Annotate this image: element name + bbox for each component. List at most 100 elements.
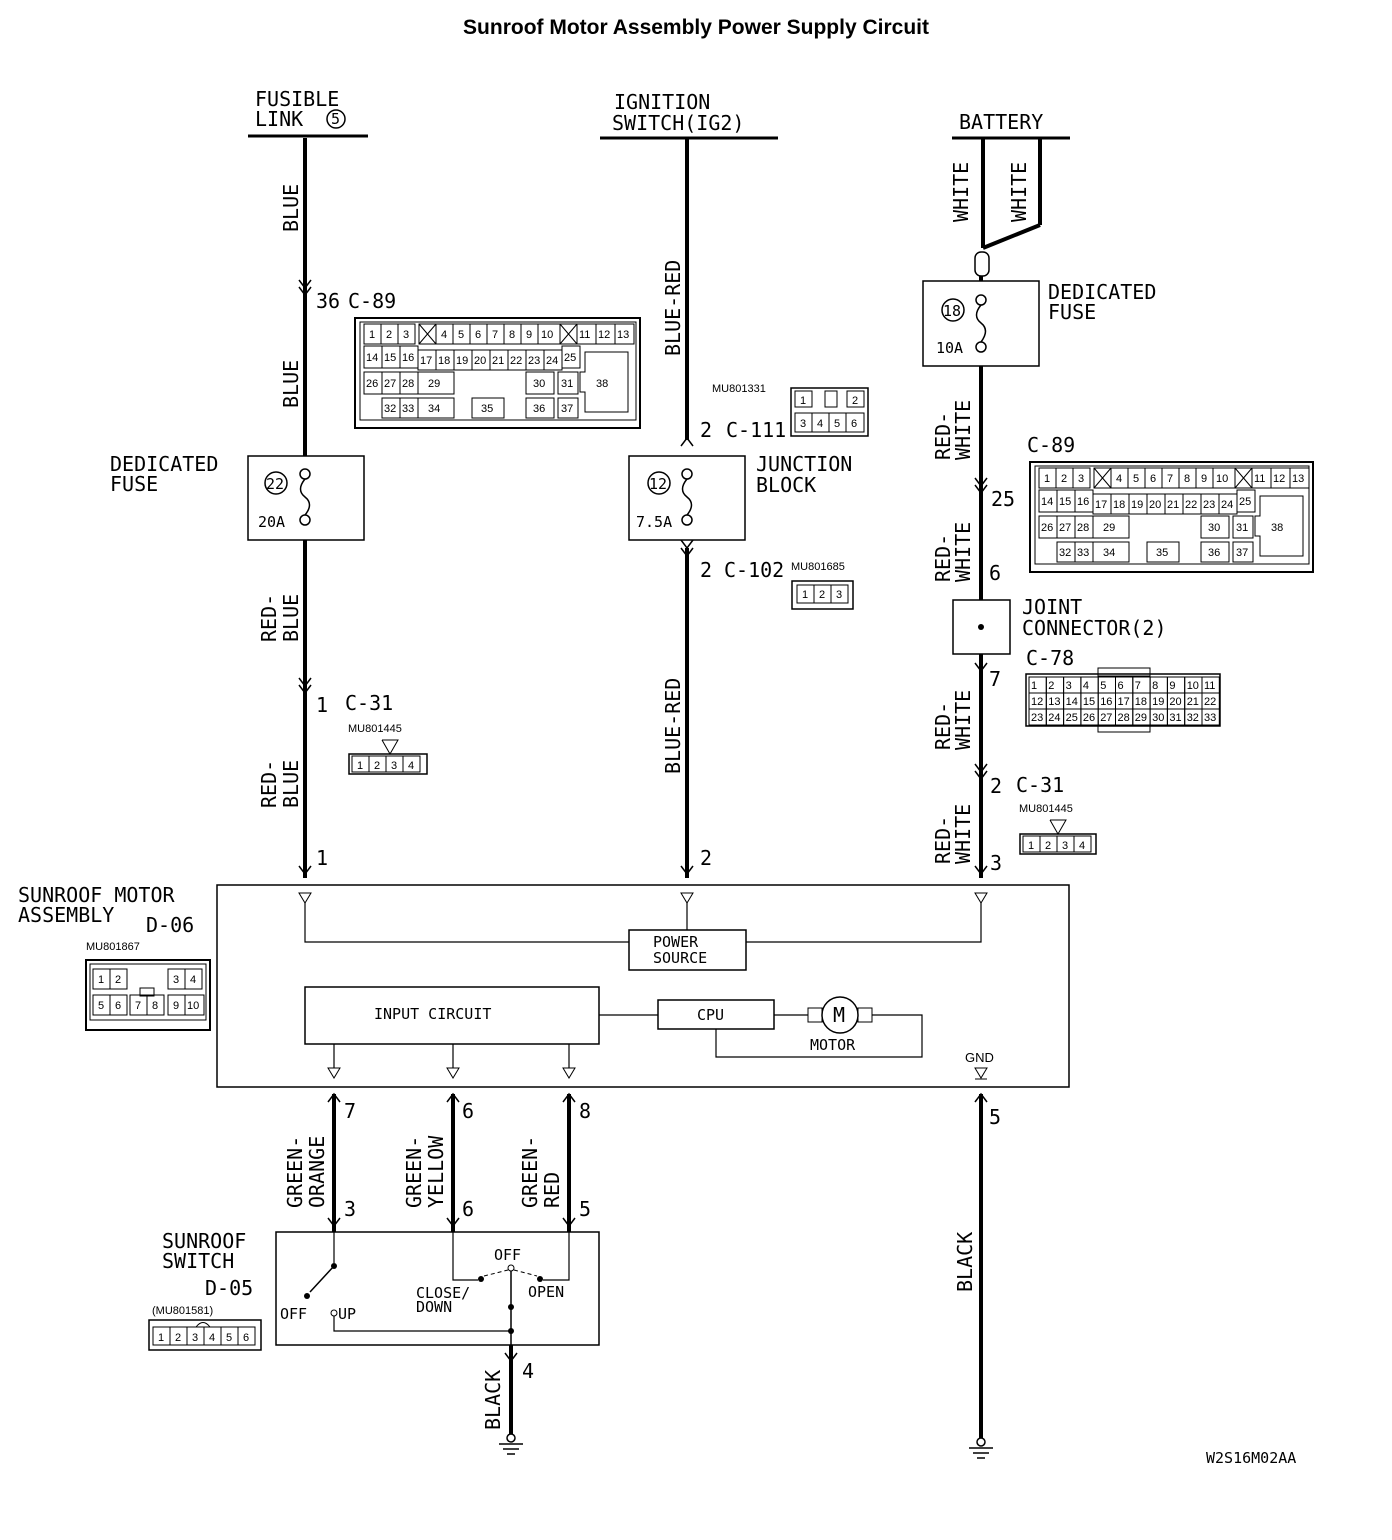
source-ignition-switch: IGNITION SWITCH(IG2): [600, 90, 778, 140]
svg-text:RED-: RED-: [931, 412, 955, 460]
svg-text:10A: 10A: [936, 339, 963, 357]
svg-text:11: 11: [579, 329, 590, 341]
svg-text:36: 36: [533, 403, 545, 415]
svg-text:18: 18: [438, 355, 450, 367]
c78-cell-label: 19: [1152, 696, 1164, 708]
svg-text:6: 6: [475, 329, 481, 341]
svg-text:1: 1: [1028, 840, 1034, 852]
svg-text:4: 4: [1116, 473, 1122, 485]
svg-text:21: 21: [1167, 499, 1179, 511]
svg-text:1: 1: [1044, 473, 1050, 485]
svg-text:FUSE: FUSE: [110, 472, 158, 496]
svg-text:31: 31: [1236, 522, 1248, 534]
c78-cell-label: 8: [1152, 680, 1158, 692]
svg-text:11: 11: [1254, 473, 1265, 485]
c78-cell-label: 30: [1152, 712, 1164, 724]
c78-cell-label: 28: [1118, 712, 1130, 724]
svg-text:28: 28: [1077, 522, 1089, 534]
svg-text:RED-: RED-: [257, 760, 281, 808]
svg-text:SUNROOF: SUNROOF: [162, 1229, 246, 1253]
svg-text:C-78: C-78: [1026, 646, 1074, 670]
svg-text:32: 32: [1059, 547, 1071, 559]
svg-text:2: 2: [386, 329, 392, 341]
svg-text:28: 28: [402, 378, 414, 390]
svg-text:BLUE: BLUE: [279, 184, 303, 232]
c78-cell-label: 21: [1187, 696, 1199, 708]
c78-cell-label: 6: [1118, 680, 1124, 692]
page-title: Sunroof Motor Assembly Power Supply Circ…: [463, 16, 929, 39]
svg-text:FUSE: FUSE: [1048, 300, 1096, 324]
c78-cell-label: 32: [1187, 712, 1199, 724]
joint-connector-2: JOINT CONNECTOR(2): [952, 595, 1167, 655]
svg-text:20: 20: [1149, 499, 1161, 511]
svg-text:29: 29: [428, 378, 440, 390]
svg-text:IGNITION: IGNITION: [614, 90, 710, 114]
svg-text:25: 25: [1239, 496, 1251, 508]
svg-text:OFF: OFF: [494, 1246, 521, 1264]
svg-text:5: 5: [834, 418, 840, 430]
svg-text:2: 2: [115, 974, 121, 986]
svg-text:WHITE: WHITE: [951, 522, 975, 582]
svg-text:5: 5: [226, 1332, 232, 1344]
svg-text:6: 6: [115, 1000, 121, 1012]
svg-text:25: 25: [991, 487, 1015, 511]
svg-text:INPUT CIRCUIT: INPUT CIRCUIT: [374, 1005, 491, 1023]
fuse-junction-block-12: 12 7.5A JUNCTION BLOCK: [628, 452, 852, 541]
svg-text:BATTERY: BATTERY: [959, 110, 1043, 134]
svg-text:7: 7: [135, 1000, 141, 1012]
svg-text:GND: GND: [965, 1050, 994, 1065]
svg-text:4: 4: [1079, 840, 1085, 852]
wire-black-ground-left: 4 BLACK: [481, 1345, 534, 1455]
c78-cell-label: 22: [1204, 696, 1216, 708]
svg-text:22: 22: [266, 475, 284, 493]
svg-text:13: 13: [617, 329, 629, 341]
svg-text:26: 26: [1041, 522, 1053, 534]
svg-text:(MU801581): (MU801581): [152, 1305, 213, 1317]
wire-right: WHITE WHITE RED- WHITE RED- WHITE RED- W…: [931, 138, 1064, 878]
svg-text:6: 6: [462, 1197, 474, 1221]
svg-text:DEDICATED: DEDICATED: [110, 452, 218, 476]
svg-text:18: 18: [1113, 499, 1125, 511]
c78-cell-label: 20: [1169, 696, 1181, 708]
svg-text:RED-: RED-: [931, 534, 955, 582]
svg-text:SUNROOF MOTOR: SUNROOF MOTOR: [18, 883, 175, 907]
svg-text:5: 5: [458, 329, 464, 341]
c78-cell-label: 27: [1100, 712, 1112, 724]
svg-text:6: 6: [1150, 473, 1156, 485]
c78-cell-label: 23: [1031, 712, 1043, 724]
svg-text:30: 30: [1208, 522, 1220, 534]
svg-text:16: 16: [402, 352, 414, 364]
svg-text:7: 7: [1167, 473, 1173, 485]
svg-text:31: 31: [561, 378, 573, 390]
svg-text:16: 16: [1077, 496, 1089, 508]
svg-text:DOWN: DOWN: [416, 1298, 452, 1316]
svg-text:3: 3: [403, 329, 409, 341]
svg-text:RED-: RED-: [931, 816, 955, 864]
svg-text:10: 10: [187, 1000, 199, 1012]
svg-text:LINK: LINK: [255, 107, 303, 131]
svg-text:17: 17: [420, 355, 432, 367]
c78-cell-label: 1: [1031, 680, 1037, 692]
svg-text:34: 34: [1103, 547, 1115, 559]
svg-text:1: 1: [800, 395, 806, 407]
svg-text:29: 29: [1103, 522, 1115, 534]
svg-text:1: 1: [98, 974, 104, 986]
sunroof-switch: SUNROOF SWITCH D-05 OFF UP OFF CLOSE/ DO…: [162, 1229, 600, 1360]
svg-text:3: 3: [836, 589, 842, 601]
svg-text:ASSEMBLY: ASSEMBLY: [18, 903, 114, 927]
fuse-dedicated-22: DEDICATED FUSE 22 20A: [110, 452, 365, 541]
svg-text:BLUE-RED: BLUE-RED: [661, 260, 685, 356]
svg-text:5: 5: [989, 1105, 1001, 1129]
svg-text:30: 30: [533, 378, 545, 390]
svg-text:9: 9: [1201, 473, 1207, 485]
svg-text:23: 23: [1203, 499, 1215, 511]
svg-text:3: 3: [990, 851, 1002, 875]
svg-text:3: 3: [800, 418, 806, 430]
svg-text:9: 9: [526, 329, 532, 341]
svg-text:CPU: CPU: [697, 1006, 724, 1024]
connector-c31-left: MU801445 1 2 3 4: [348, 723, 428, 775]
connector-c89-right: C-89 1 2 3 4 5 6 7 8 9 10 11 12 13 14 15…: [1027, 433, 1314, 573]
c78-cell-label: 24: [1048, 712, 1060, 724]
svg-text:14: 14: [366, 352, 378, 364]
svg-text:2: 2: [819, 589, 825, 601]
